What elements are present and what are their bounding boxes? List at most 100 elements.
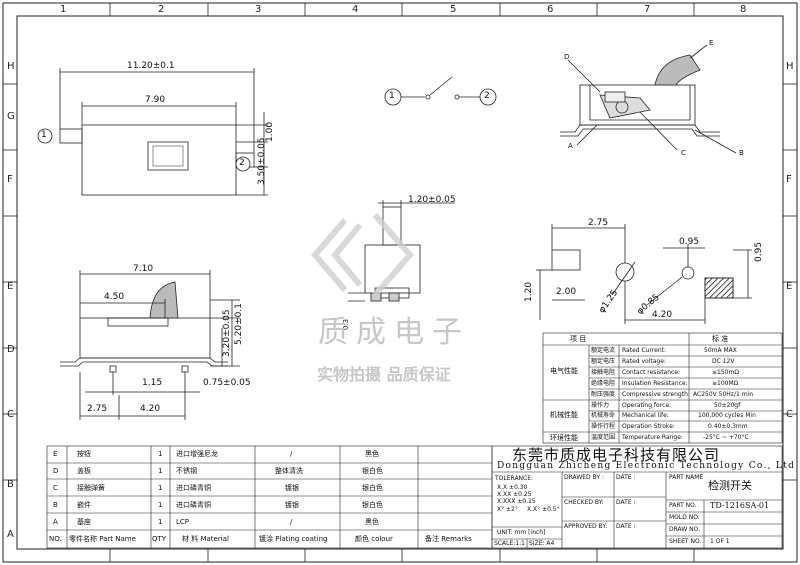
bom-name: 盖板 — [77, 467, 91, 475]
spec-col-item: 项 目 — [570, 335, 587, 343]
bom-colour: 黑色 — [365, 450, 379, 458]
callout-d: D — [564, 53, 570, 61]
callout-a: A — [568, 142, 573, 150]
spec-row-cn: 额定电压 — [591, 358, 616, 365]
dim-pcb-095b: 0.95 — [754, 241, 764, 262]
bom-id: B — [53, 501, 58, 509]
bom-header-plating: 镀涂 Plating coating — [259, 535, 328, 543]
dim-pcb-420: 4.20 — [652, 310, 673, 320]
tolerance-3: X.XXX ±0.15 — [497, 498, 536, 505]
bom-qty: 1 — [158, 518, 163, 526]
company-name-en: Dongguan Zhicheng Electronic Technology … — [497, 461, 796, 471]
watermark-logo — [311, 213, 414, 297]
spec-row-en: Insulation Resistance: — [622, 380, 688, 387]
spec-row-cn: 接触电阻 — [591, 369, 616, 376]
bom-name: 基座 — [77, 518, 91, 526]
bom-plating: / — [290, 518, 293, 526]
bom-qty: 1 — [158, 450, 163, 458]
part-name-label: PART NAME — [669, 474, 704, 481]
spec-row-value: DC 12V — [712, 358, 735, 365]
dim-height: 3.50±0.05 — [257, 137, 267, 185]
dim-side-left: 2.75 — [87, 404, 108, 414]
zone-top-8: 8 — [740, 4, 747, 15]
spec-row-cn: 操作行程 — [591, 423, 616, 430]
spec-row-cn: 机械寿命 — [591, 412, 616, 419]
spec-row-value: 100,000 cycles Min — [698, 412, 756, 419]
bom-name: 嵌件 — [77, 501, 91, 509]
spec-col-standard: 标 准 — [712, 335, 729, 343]
spec-row-en: Compressive strength: — [622, 391, 690, 398]
bom-material: 进口增强尼龙 — [176, 450, 218, 458]
bom-qty: 1 — [158, 467, 163, 475]
bom-header-material: 材 料 Material — [182, 535, 229, 543]
top-view-drawing — [37, 68, 268, 196]
spec-row-cn: 耐压强度 — [591, 391, 616, 398]
bom-table-grid — [46, 445, 493, 549]
bom-qty: 1 — [158, 484, 163, 492]
schematic-drawing — [384, 76, 497, 106]
watermark-company: 质成电子 — [318, 315, 470, 350]
zone-right-f: F — [786, 174, 792, 185]
spec-row-en: Temperature Range: — [622, 434, 683, 441]
bom-colour: 银白色 — [362, 467, 383, 475]
front-view-drawing — [348, 200, 455, 302]
bom-plating: 镀银 — [285, 501, 299, 509]
top-view-pin2: 2 — [239, 158, 245, 168]
bom-id: C — [53, 484, 58, 492]
spec-row-value: ≥100MΩ — [712, 380, 739, 387]
callout-b: B — [739, 149, 744, 157]
callout-e: E — [709, 39, 714, 47]
inner-frame — [16, 15, 784, 550]
bom-header-qty: QTY — [152, 535, 167, 543]
dim-pcb-200: 2.00 — [556, 287, 577, 297]
bom-colour: 银白色 — [362, 484, 383, 492]
date-label: DATE : — [616, 523, 636, 530]
spec-row-cn: 绝缘电阻 — [591, 380, 616, 387]
date-label: DATE : — [616, 499, 636, 506]
spec-row-en: Rated voltage: — [622, 358, 666, 365]
scale-label: SCALE:1:1 — [494, 540, 525, 547]
spec-row-en: Rated Current: — [622, 347, 667, 354]
zone-side-d: D — [7, 344, 15, 355]
tolerance-2: X.XX ±0.25 — [497, 491, 532, 498]
spec-group-environment: 环境性能 — [550, 434, 578, 442]
part-no-value: TD-1216SA-01 — [710, 501, 770, 510]
draw-no-label: DRAW NO. — [669, 526, 701, 533]
bom-id: E — [53, 450, 58, 458]
date-label: DATE : — [616, 474, 636, 481]
spec-row-value: AC250V 50Hz/1 min — [693, 391, 754, 398]
dim-side-h1: 3.20±0.05 — [222, 309, 232, 357]
spec-row-value: ≤150mΩ — [712, 369, 739, 376]
zone-side-c: C — [7, 409, 14, 420]
zone-top-2: 2 — [158, 4, 165, 15]
dim-actuator-width: 1.20±0.05 — [408, 195, 456, 205]
zone-side-f: F — [7, 174, 13, 185]
spec-row-en: Operation Stroke: — [622, 423, 675, 430]
bom-material: 进口磷青铜 — [176, 484, 211, 492]
zone-side-h: H — [7, 61, 15, 72]
bom-plating: 整体清洗 — [275, 467, 303, 475]
bom-header-colour: 颜色 colour — [355, 535, 393, 543]
company-name-cn: 东莞市质成电子科技有限公司 — [512, 446, 721, 464]
dim-side-overall: 7.10 — [133, 264, 154, 274]
spec-row-en: Contact resistance: — [622, 369, 681, 376]
zone-top-4: 4 — [352, 4, 359, 15]
title-block-grid — [491, 445, 783, 549]
bom-header-no: NO. — [49, 535, 62, 543]
mold-no-label: MOLD NO. — [669, 514, 700, 521]
watermark-slogan: 实物拍摄 品质保证 — [317, 365, 451, 384]
size-label: SIZE: A4 — [529, 540, 555, 547]
zone-right-c: C — [786, 409, 793, 420]
dim-height-small: 1.00 — [265, 121, 275, 142]
zone-ticks — [3, 3, 797, 562]
zone-right-h: H — [786, 61, 794, 72]
bom-material: 进口磷青铜 — [176, 501, 211, 509]
spec-row-en: Operating force: — [622, 402, 672, 409]
bom-header-remarks: 备注 Remarks — [425, 535, 472, 543]
schematic-pin2: 2 — [484, 91, 490, 101]
tolerance-angle-1: X° ±2° — [497, 506, 518, 513]
sheet-no-value: 1 OF 1 — [710, 538, 730, 545]
zone-side-a: A — [7, 529, 14, 540]
top-view-pin1: 1 — [41, 130, 47, 140]
